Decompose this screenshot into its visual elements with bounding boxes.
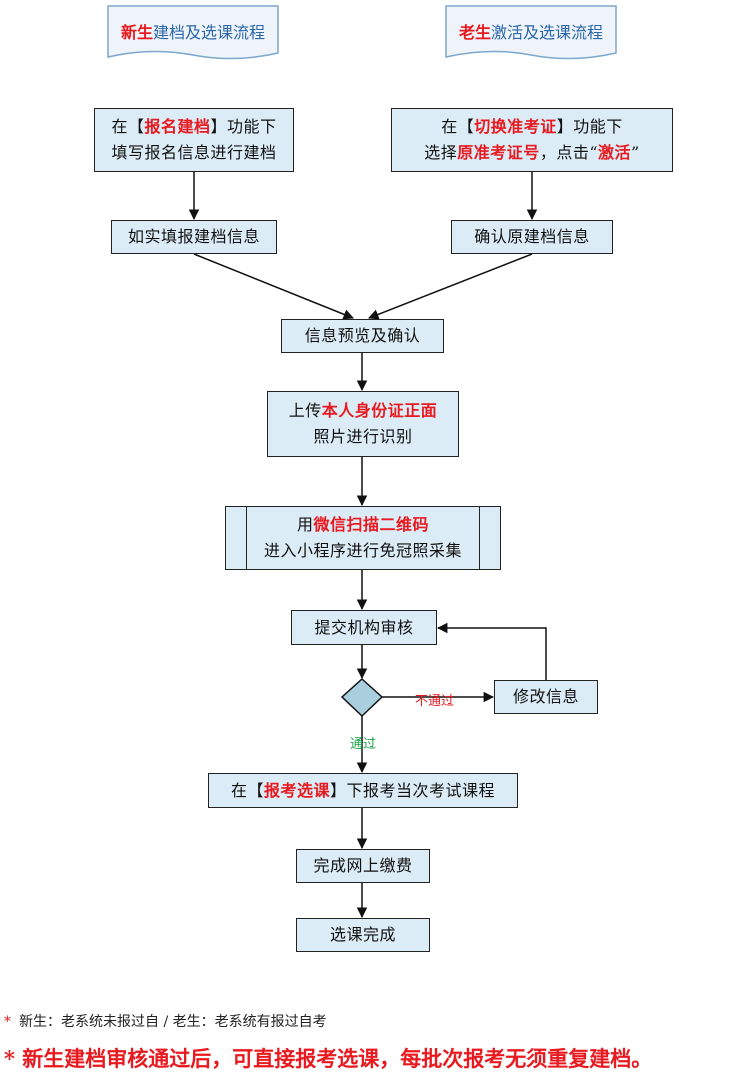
decision-diamond xyxy=(340,677,384,718)
node-register-archive: 在【报名建档】功能下 填写报名信息进行建档 xyxy=(94,108,294,172)
node-modify-info: 修改信息 xyxy=(494,680,598,714)
node-select-courses: 在【报考选课】下报考当次考试课程 xyxy=(208,773,518,808)
document-shape xyxy=(445,5,617,60)
subprocess-bar-left xyxy=(246,507,247,569)
header-new-student: 新生建档及选课流程 xyxy=(107,5,279,65)
document-shape xyxy=(107,5,279,60)
header-old-label: 老生激活及选课流程 xyxy=(458,23,604,42)
node-wechat-scan: 用微信扫描二维码 进入小程序进行免冠照采集 xyxy=(225,506,501,570)
node-submit-review: 提交机构审核 xyxy=(291,610,437,645)
footnote-definitions: *新生：老系统未报过自 / 老生：老系统有报过自考 xyxy=(4,1014,327,1030)
subprocess-bar-right xyxy=(479,507,480,569)
footnote-important: * 新生建档审核通过后，可直接报考选课，每批次报考无须重复建档。 xyxy=(4,1046,653,1071)
header-new-label: 新生建档及选课流程 xyxy=(120,23,266,42)
arrow-n9-n8 xyxy=(436,622,547,680)
label-fail: 不通过 xyxy=(415,694,455,709)
node-switch-admission-ticket: 在【切换准考证】功能下 选择原准考证号，点击“激活” xyxy=(391,108,673,172)
header-old-student: 老生激活及选课流程 xyxy=(445,5,617,65)
node-upload-id-card: 上传本人身份证正面 照片进行识别 xyxy=(267,391,459,457)
arrow-n3-n5 xyxy=(193,253,354,320)
node-preview-confirm: 信息预览及确认 xyxy=(281,319,444,353)
arrow-n4-n5 xyxy=(368,253,533,320)
node-confirm-archive-info: 确认原建档信息 xyxy=(451,220,613,254)
node-online-payment: 完成网上缴费 xyxy=(296,849,430,883)
node-course-selection-done: 选课完成 xyxy=(296,918,430,952)
node-fill-archive-info: 如实填报建档信息 xyxy=(111,220,277,254)
label-pass: 通过 xyxy=(350,737,377,752)
